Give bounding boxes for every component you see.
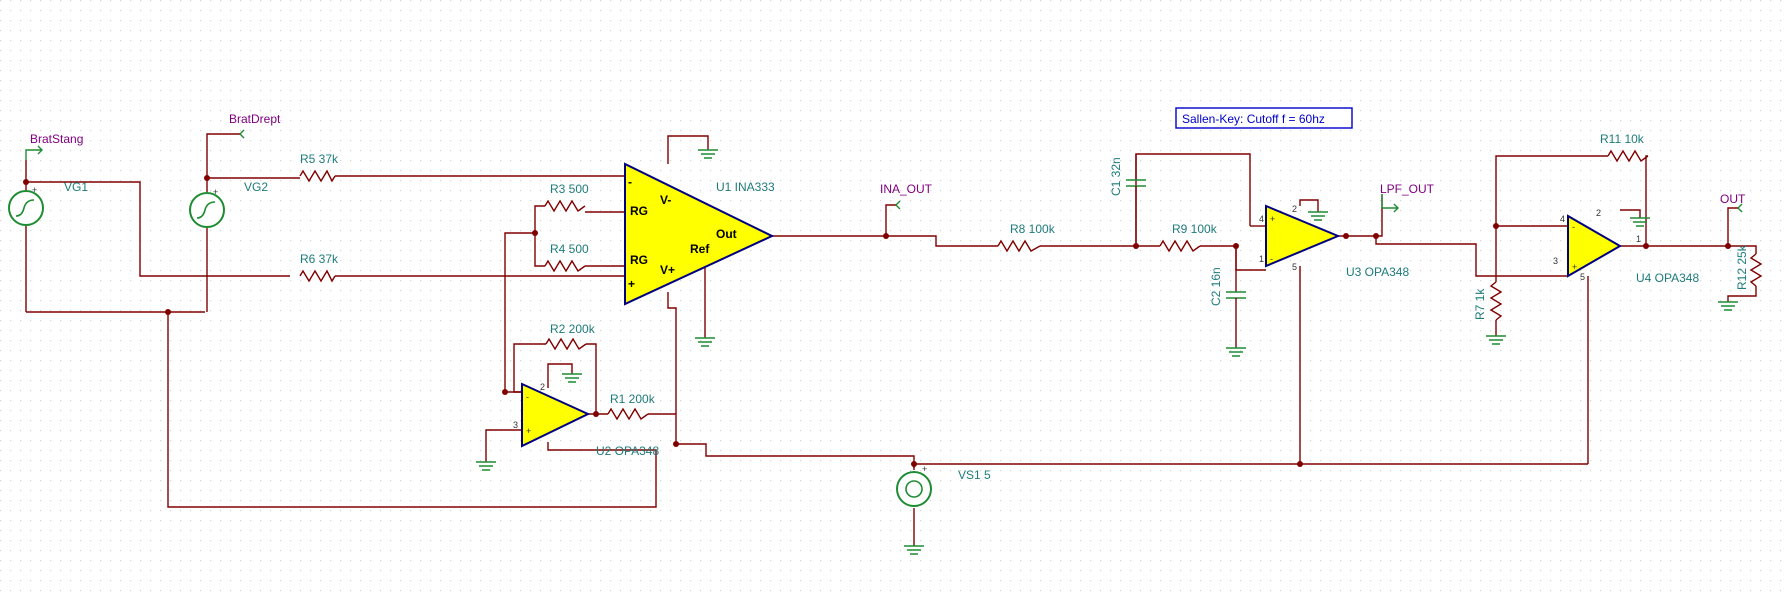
u3-pin-1: 1 <box>1259 254 1264 264</box>
component-labels: VG1 VG2 R5 37k R6 37k R3 500 R4 500 R2 2… <box>64 132 1749 482</box>
label-c2: C2 16n <box>1209 267 1223 306</box>
source-vg2: + <box>189 187 225 228</box>
source-vs1: + <box>896 464 932 507</box>
label-c1: C1 32n <box>1109 157 1123 196</box>
u4-pin-2: 2 <box>1596 208 1601 218</box>
resistor-r4 <box>544 259 586 273</box>
label-vg1: VG1 <box>64 180 88 194</box>
label-r6: R6 37k <box>300 252 339 266</box>
svg-text:-: - <box>526 392 529 402</box>
capacitor-c1 <box>1126 168 1146 198</box>
u3-pin-5: 5 <box>1292 262 1297 272</box>
label-vs1: VS1 5 <box>958 468 991 482</box>
u2-pin-3: 3 <box>513 420 518 430</box>
label-r12: R12 25k <box>1735 244 1749 290</box>
ina-pin-minus: - <box>628 175 632 189</box>
net-bratstang: BratStang <box>30 132 83 146</box>
svg-text:-: - <box>1572 222 1575 232</box>
ina-pin-out: Out <box>716 227 737 241</box>
resistor-r6 <box>299 269 336 283</box>
ina-pin-vminus: V- <box>660 193 671 207</box>
instrumentation-amp-u1: - RG RG + V- V+ Out Ref <box>624 162 775 306</box>
resistor-r11 <box>1607 149 1649 163</box>
ina-pin-rg-top: RG <box>630 204 648 218</box>
u2-pin-2: 2 <box>540 382 545 392</box>
u3-pin-4: 4 <box>1259 214 1264 224</box>
ina-pin-vplus: V+ <box>660 263 675 277</box>
junction-dots <box>23 175 1731 467</box>
resistor-r3 <box>544 199 586 213</box>
resistor-r1 <box>607 407 649 421</box>
ground-symbols <box>476 149 1738 555</box>
source-vg1: + <box>8 185 44 226</box>
resistor-r9 <box>1159 239 1201 253</box>
svg-text:+: + <box>1572 262 1577 272</box>
u4-pin-4: 4 <box>1560 214 1565 224</box>
u4-pin-5: 5 <box>1580 272 1585 282</box>
net-bratdrept: BratDrept <box>229 112 281 126</box>
resistor-r12 <box>1749 253 1763 287</box>
svg-text:+: + <box>526 426 531 436</box>
net-labels: BratStang BratDrept INA_OUT LPF_OUT OUT <box>30 112 1746 206</box>
label-r2: R2 200k <box>550 322 596 336</box>
label-u3: U3 OPA348 <box>1346 265 1409 279</box>
u4-pin-1: 1 <box>1636 234 1641 244</box>
ina-pin-plus: + <box>628 277 635 291</box>
label-r1: R1 200k <box>610 392 656 406</box>
label-r4: R4 500 <box>550 242 589 256</box>
net-out: OUT <box>1720 192 1746 206</box>
svg-text:+: + <box>922 464 927 474</box>
opamp-u4: - + 4 2 3 1 5 <box>1553 208 1641 282</box>
opamp-u3: + - 4 2 1 5 <box>1259 204 1341 272</box>
net-flags <box>25 129 1743 213</box>
wires <box>25 133 1757 546</box>
label-r3: R3 500 <box>550 182 589 196</box>
u4-pin-3: 3 <box>1553 256 1558 266</box>
sallen-key-note-text: Sallen-Key: Cutoff f = 60hz <box>1182 112 1325 126</box>
opamp-u2: - + 2 3 <box>513 382 591 448</box>
label-r8: R8 100k <box>1010 222 1056 236</box>
svg-text:-: - <box>1270 254 1273 264</box>
resistor-r8 <box>997 239 1041 253</box>
ina-pin-rg-bottom: RG <box>630 253 648 267</box>
svg-text:+: + <box>1270 214 1275 224</box>
ina-pin-ref: Ref <box>690 242 710 256</box>
label-u4: U4 OPA348 <box>1636 271 1699 285</box>
label-r5: R5 37k <box>300 152 339 166</box>
svg-text:+: + <box>213 187 218 197</box>
resistor-r5 <box>299 169 336 183</box>
svg-text:+: + <box>32 185 37 195</box>
capacitor-c2 <box>1226 276 1246 314</box>
sallen-key-note: Sallen-Key: Cutoff f = 60hz <box>1175 107 1353 129</box>
label-u1: U1 INA333 <box>716 180 775 194</box>
resistor-r2 <box>545 337 587 351</box>
u3-pin-2: 2 <box>1292 204 1297 214</box>
net-ina-out: INA_OUT <box>880 182 933 196</box>
label-vg2: VG2 <box>244 180 268 194</box>
resistor-r7 <box>1489 281 1503 321</box>
label-r11: R11 10k <box>1600 132 1645 146</box>
label-u2: U2 OPA348 <box>596 444 659 458</box>
net-lpf-out: LPF_OUT <box>1380 182 1435 196</box>
label-r7: R7 1k <box>1473 288 1487 320</box>
label-r9: R9 100k <box>1172 222 1218 236</box>
